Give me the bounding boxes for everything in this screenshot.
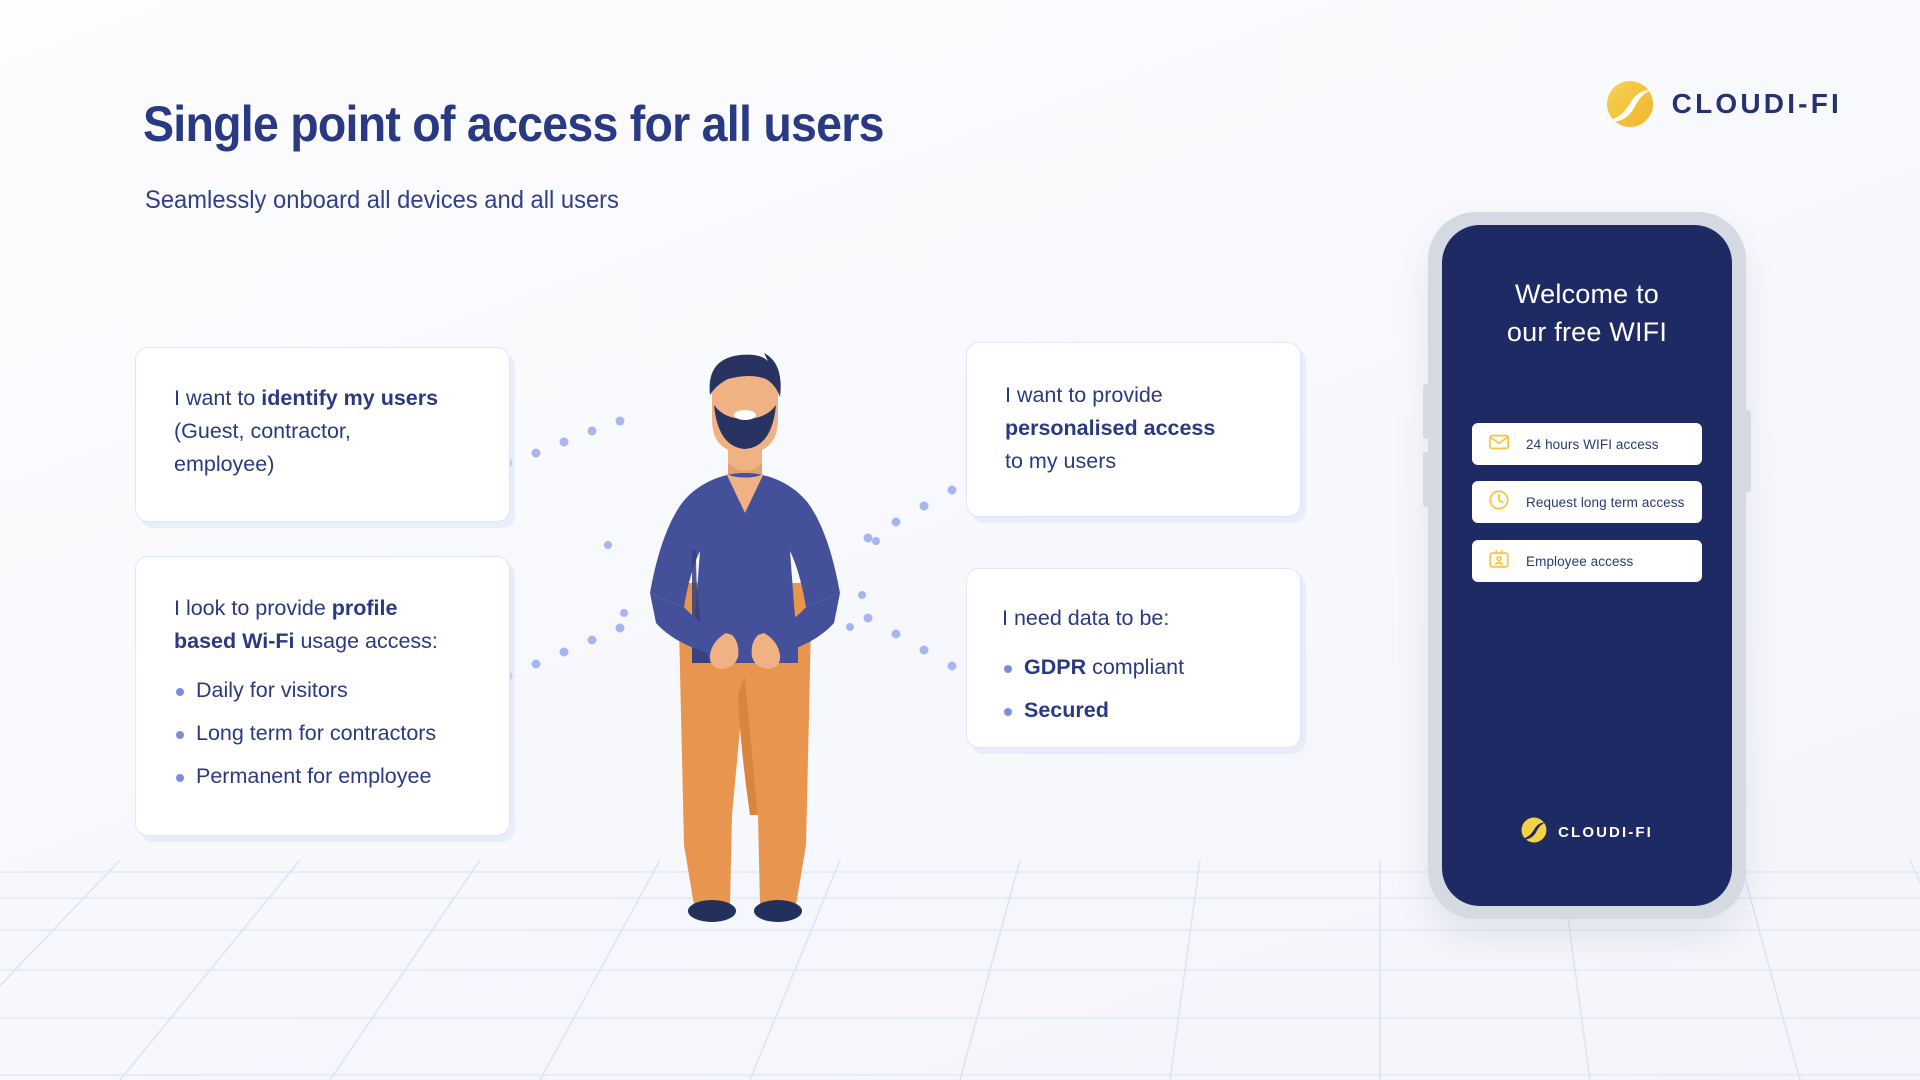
page-title: Single point of access for all users [143,96,884,152]
card3-line1: I want to provide [1005,383,1163,407]
card-data-requirements: I need data to be: GDPR compliant Secure… [966,568,1301,748]
brand-logo: CLOUDI-FI [1606,80,1842,128]
card4-bullet2-bold: Secured [1024,698,1109,722]
card4-bullet-list: GDPR compliant Secured [1002,646,1300,732]
card2-line1-prefix: I look to provide [174,596,332,620]
card3-line2-bold: personalised access [1005,416,1216,440]
card3-line3: to my users [1005,449,1117,473]
brand-name: CLOUDI-FI [1671,88,1842,119]
volume-down-button[interactable] [1423,452,1429,507]
power-button[interactable] [1745,410,1751,492]
card4-bullet1-rest: compliant [1086,655,1185,679]
portal-option-label: Request long term access [1526,494,1685,510]
card1-line2: (Guest, contractor, [174,419,351,443]
envelope-icon [1488,431,1510,458]
card1-line3: employee) [174,452,275,476]
phone-screen: Welcome to our free WIFI 24 hours WIFI a… [1442,225,1732,906]
card-profile-based-wifi: I look to provide profile based Wi-Fi us… [135,556,510,836]
card2-line1-bold: profile [331,596,398,620]
portal-option-label: Employee access [1526,553,1634,569]
portal-option-long-term-access[interactable]: Request long term access [1472,481,1702,523]
card-identify-users: I want to identify my users (Guest, cont… [135,347,510,522]
welcome-line-1: Welcome to [1514,279,1660,309]
list-item: Permanent for employee [174,755,509,798]
list-item: Daily for visitors [174,669,509,712]
portal-option-label: 24 hours WIFI access [1526,436,1659,452]
captive-portal-heading: Welcome to our free WIFI [1442,275,1732,351]
portal-option-employee-access[interactable]: Employee access [1472,540,1702,582]
portal-option-24h-wifi[interactable]: 24 hours WIFI access [1472,423,1702,465]
card1-line1-bold: identify my users [261,386,439,410]
welcome-line-2: our free WIFI [1506,317,1668,347]
card4-bullet1-bold: GDPR [1024,655,1087,679]
card2-line2-bold: based Wi-Fi [174,629,295,653]
card-personalised-access: I want to provide personalised access to… [966,342,1301,517]
list-item: Long term for contractors [174,712,509,755]
clock-icon [1488,489,1510,516]
card1-line1-prefix: I want to [174,386,262,410]
id-badge-icon [1488,548,1510,575]
phone-brand-name: CLOUDI-FI [1558,824,1653,841]
card2-bullet-list: Daily for visitors Long term for contrac… [174,669,509,798]
illustration-standing-man [600,345,890,925]
volume-up-button[interactable] [1423,384,1429,439]
card4-lead: I need data to be: [1002,606,1170,630]
card2-line2-suffix: usage access: [294,629,438,653]
list-item: Secured [1002,689,1300,732]
phone-footer-brand: CLOUDI-FI [1442,817,1732,848]
page-subtitle: Seamlessly onboard all devices and all u… [145,186,619,214]
cloudi-fi-swoosh-icon [1606,80,1654,128]
list-item: GDPR compliant [1002,646,1300,689]
cloudi-fi-swoosh-icon [1521,817,1547,848]
phone-mockup: Welcome to our free WIFI 24 hours WIFI a… [1423,212,1751,919]
